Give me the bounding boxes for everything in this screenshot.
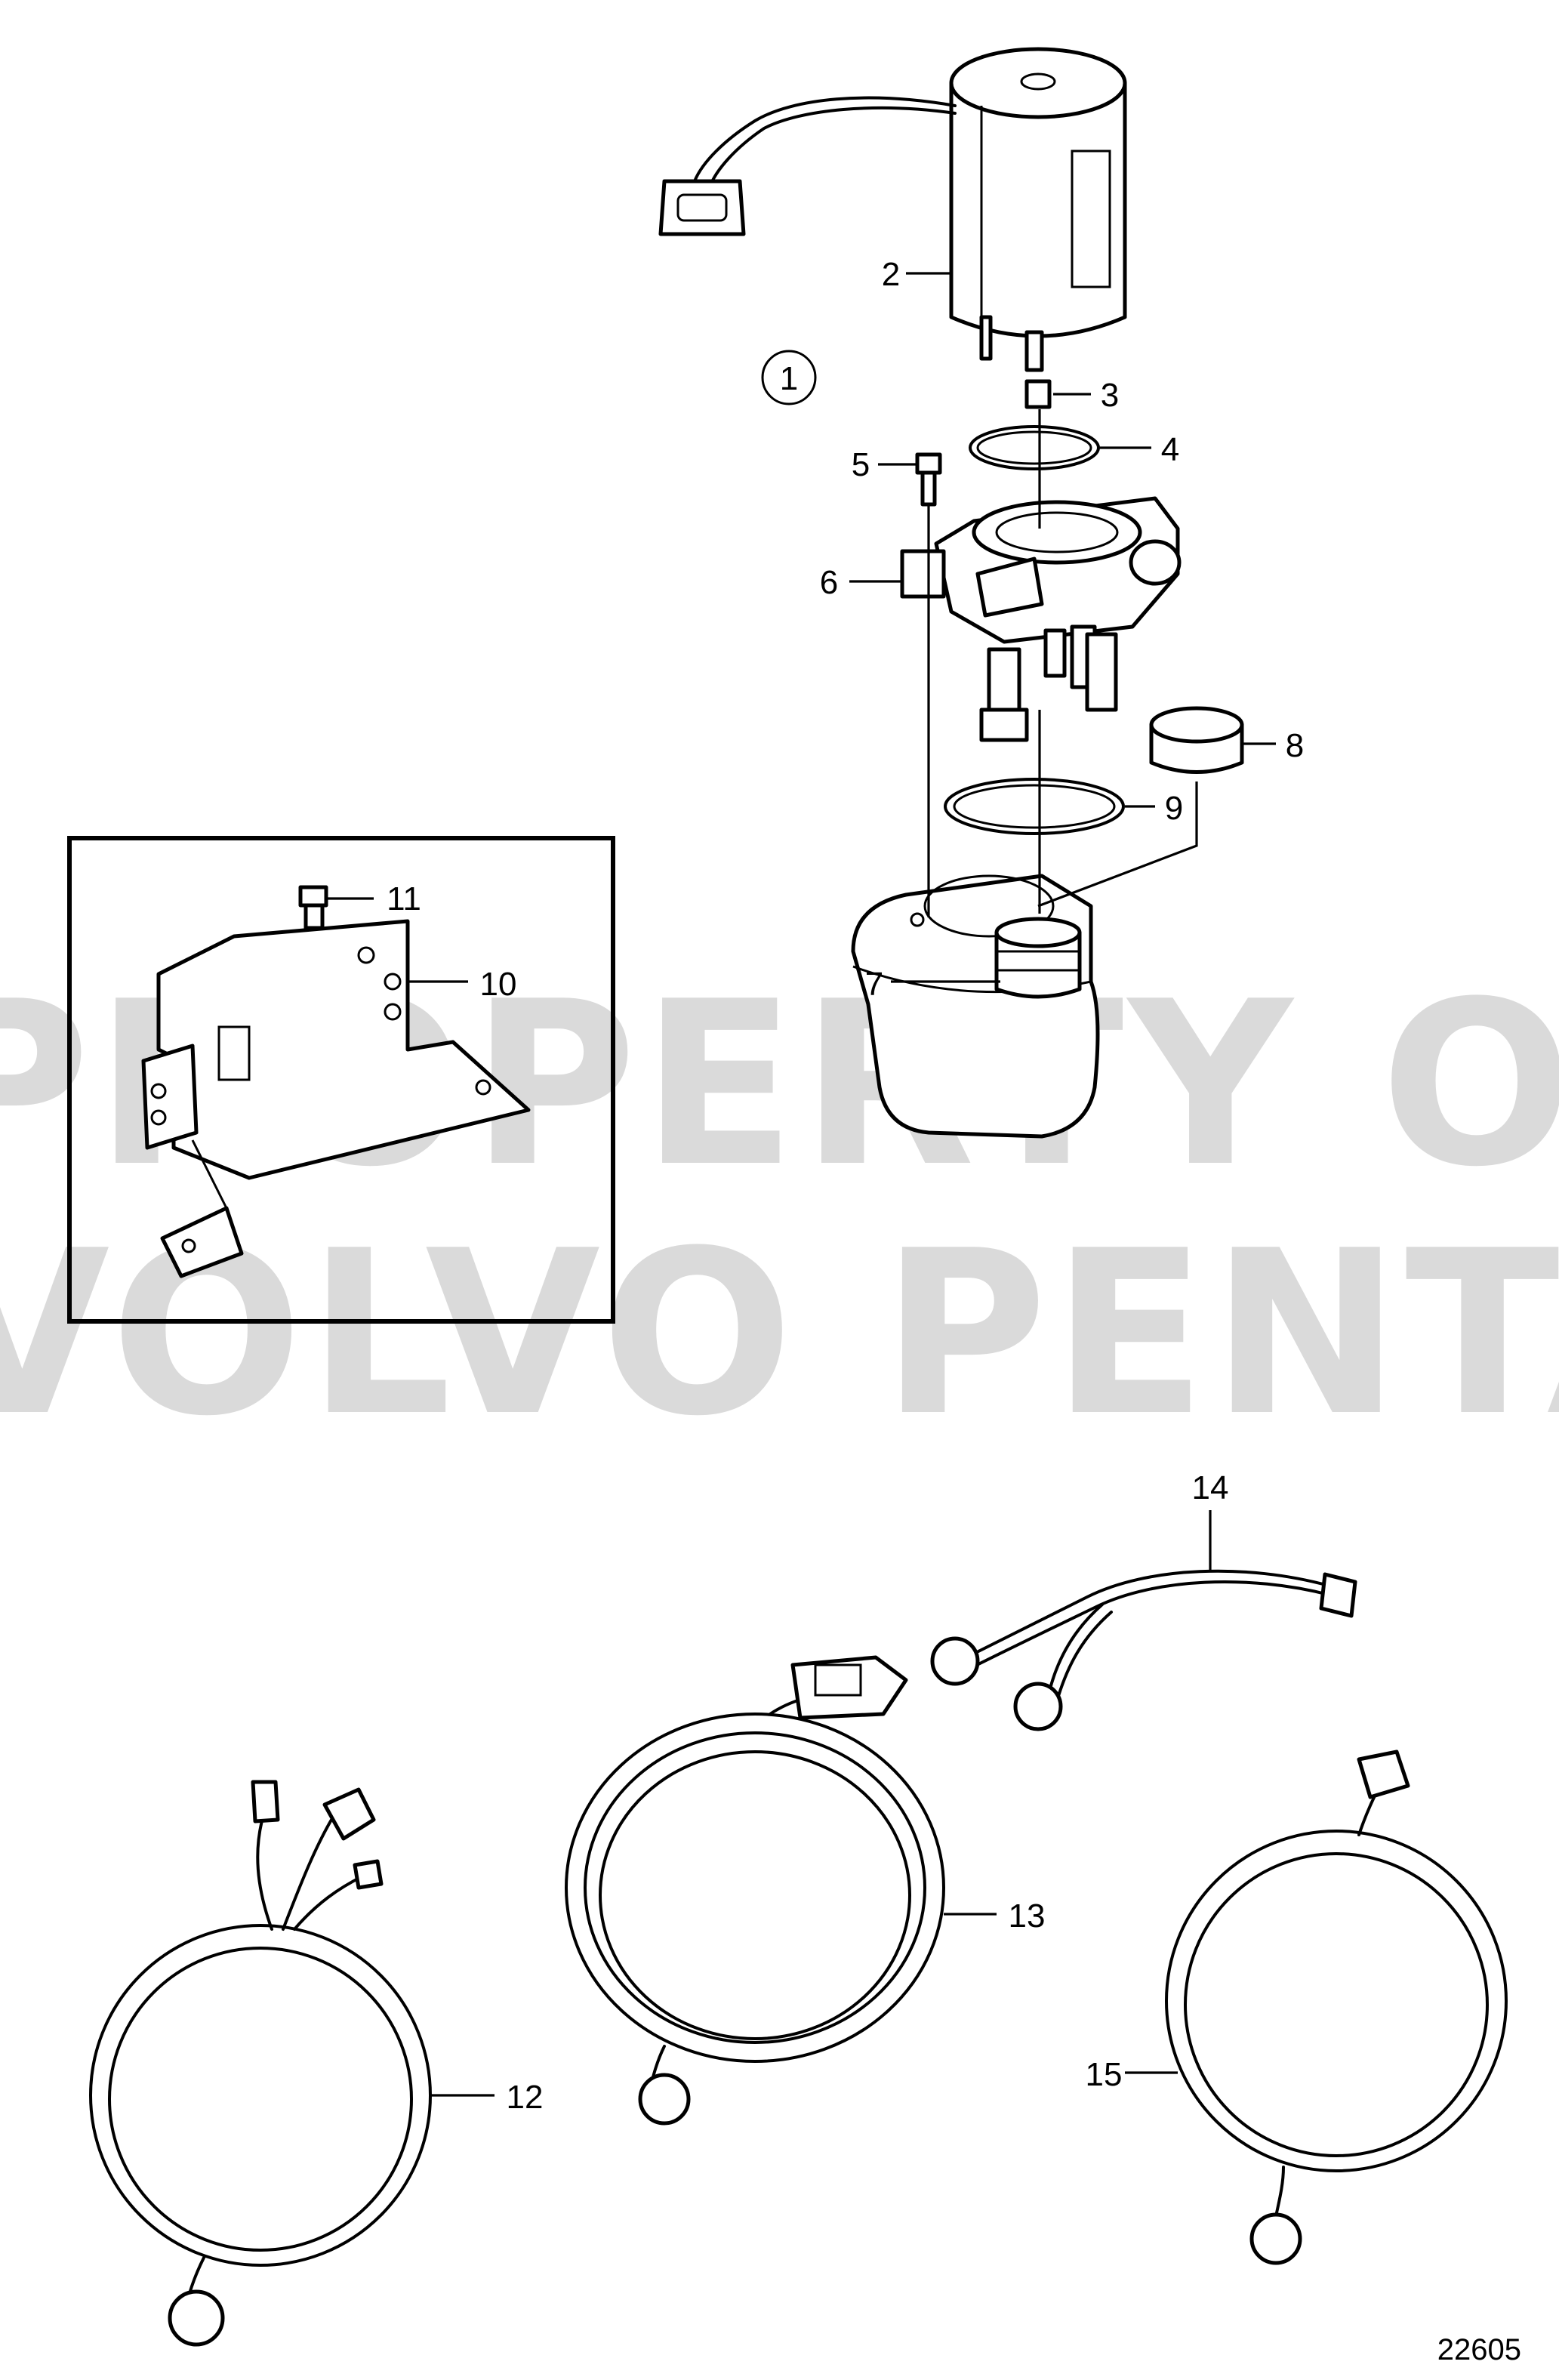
callout-11: 11 (387, 880, 421, 917)
callouts: 1 2 3 4 5 6 7 8 9 10 11 12 13 14 15 (387, 256, 1304, 2116)
callout-13: 13 (1009, 1898, 1046, 1935)
callout-10: 10 (480, 966, 517, 1003)
watermark-line-2: VOLVO PENTA (0, 1202, 1559, 1466)
callout-1: 1 (780, 360, 798, 397)
callout-15: 15 (1086, 2056, 1123, 2093)
callout-2: 2 (882, 256, 900, 293)
cable-harness-15 (1165, 1750, 1508, 2265)
coupling (1024, 379, 1052, 409)
reservoir-tank (851, 874, 1100, 1139)
screw-5 (915, 452, 942, 507)
callout-leaders (326, 272, 1276, 2097)
callout-7: 7 (865, 966, 883, 1003)
figure-number: 22605 (1437, 2333, 1521, 2366)
callout-9: 9 (1165, 790, 1183, 827)
cable-harness-12 (89, 1780, 432, 2347)
callout-14: 14 (1192, 1469, 1229, 1506)
electric-motor (949, 47, 1127, 372)
assembly-axis-lines (927, 409, 1198, 917)
cable-harness-13 (565, 1655, 945, 2126)
o-ring-small (969, 425, 1100, 470)
o-ring-large (944, 778, 1125, 835)
cap (1149, 706, 1244, 774)
mounting-bracket (141, 919, 531, 1278)
callout-3: 3 (1101, 377, 1119, 414)
pump-valve-block (900, 496, 1182, 742)
bracket-inset (67, 836, 615, 1324)
callout-1-circle (761, 350, 817, 405)
callout-12: 12 (507, 2079, 544, 2116)
callout-5: 5 (852, 446, 870, 483)
callout-6: 6 (820, 564, 838, 601)
cable-harness-14 (930, 1569, 1357, 1731)
callout-4: 4 (1161, 431, 1179, 468)
motor-cable (658, 96, 957, 236)
screw-11 (298, 885, 328, 930)
callout-8: 8 (1286, 727, 1304, 764)
